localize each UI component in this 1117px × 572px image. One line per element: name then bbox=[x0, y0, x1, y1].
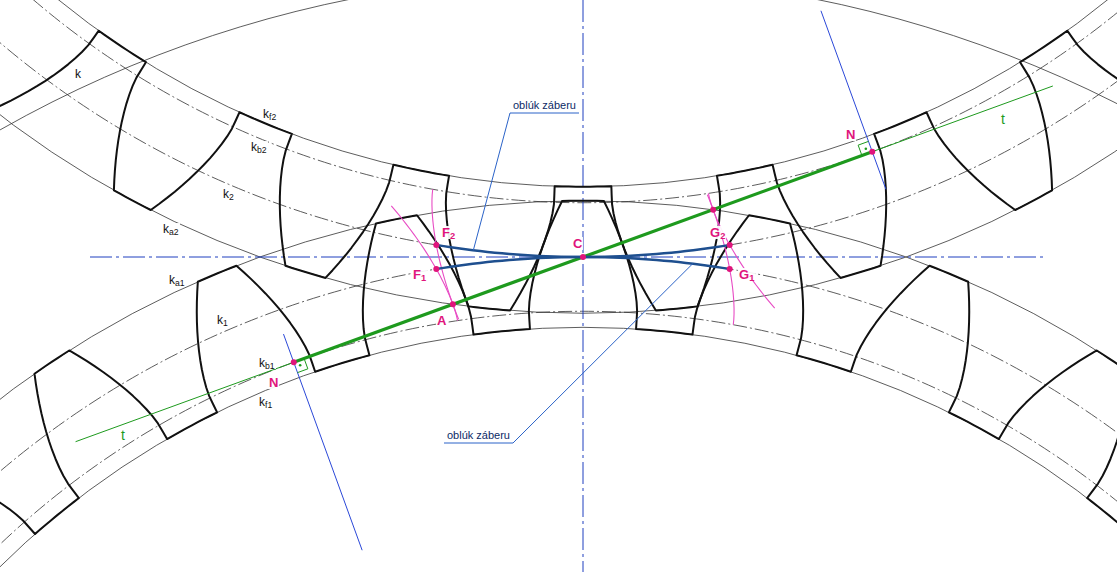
callout-label: oblúk záberu bbox=[512, 100, 577, 111]
leader-underline bbox=[510, 113, 579, 114]
point-dot bbox=[869, 149, 875, 155]
right-angle-mark bbox=[298, 359, 308, 373]
point-dot bbox=[710, 207, 716, 213]
gear-circle bbox=[0, 327, 1117, 572]
gear-circle bbox=[0, 0, 1117, 203]
tooth-flank-position bbox=[391, 206, 457, 321]
point-label: C bbox=[572, 237, 583, 250]
point-dot bbox=[727, 266, 733, 272]
leader-underline bbox=[444, 443, 513, 444]
circle-label: k2 bbox=[222, 188, 235, 200]
point-dot bbox=[450, 301, 456, 307]
circle-label: ka1 bbox=[168, 274, 186, 286]
vertical-axis bbox=[583, 0, 584, 572]
right-angle-dot bbox=[865, 147, 868, 150]
line-label: t bbox=[120, 428, 126, 442]
point-label: F1 bbox=[412, 268, 427, 281]
points bbox=[291, 149, 876, 366]
callout-label: oblúk záberu bbox=[446, 430, 511, 441]
circle-label: k bbox=[74, 68, 82, 80]
lower-gear bbox=[0, 201, 1117, 572]
tooth-flank-position bbox=[707, 195, 734, 325]
point-label: G2 bbox=[709, 226, 726, 239]
circle-label: kb1 bbox=[258, 357, 276, 369]
circle-label: kf1 bbox=[258, 396, 273, 408]
path-of-contact bbox=[294, 152, 873, 363]
upper-gear bbox=[0, 0, 1117, 310]
right-angle-dot bbox=[299, 364, 302, 367]
point-label: N bbox=[268, 376, 279, 389]
point-dot bbox=[580, 254, 586, 260]
center-lines bbox=[90, 0, 1045, 572]
circle-label: kf2 bbox=[262, 108, 277, 120]
point-label: N bbox=[845, 128, 856, 141]
point-dot bbox=[433, 266, 439, 272]
gear-circle bbox=[0, 201, 1117, 572]
gear-circle bbox=[0, 257, 1117, 572]
point-dot bbox=[291, 359, 297, 365]
normal-line bbox=[821, 11, 886, 190]
line-of-action bbox=[76, 86, 1053, 442]
normal-line bbox=[283, 334, 362, 550]
leader-line bbox=[473, 113, 510, 250]
point-label: F2 bbox=[441, 226, 456, 239]
circle-label: ka2 bbox=[162, 223, 180, 235]
leader-line bbox=[513, 264, 693, 443]
circle-label: k1 bbox=[216, 314, 229, 326]
gear-circle bbox=[0, 311, 1117, 572]
circle-label: kb2 bbox=[250, 141, 268, 153]
point-label: A bbox=[436, 314, 447, 327]
line-label: t bbox=[1000, 112, 1006, 126]
tooth-flank-position bbox=[708, 193, 774, 308]
point-dot bbox=[433, 242, 439, 248]
right-angle-mark bbox=[858, 141, 868, 155]
tooth-flank-position bbox=[432, 189, 459, 319]
point-dot bbox=[727, 242, 733, 248]
point-label: G1 bbox=[738, 268, 755, 281]
